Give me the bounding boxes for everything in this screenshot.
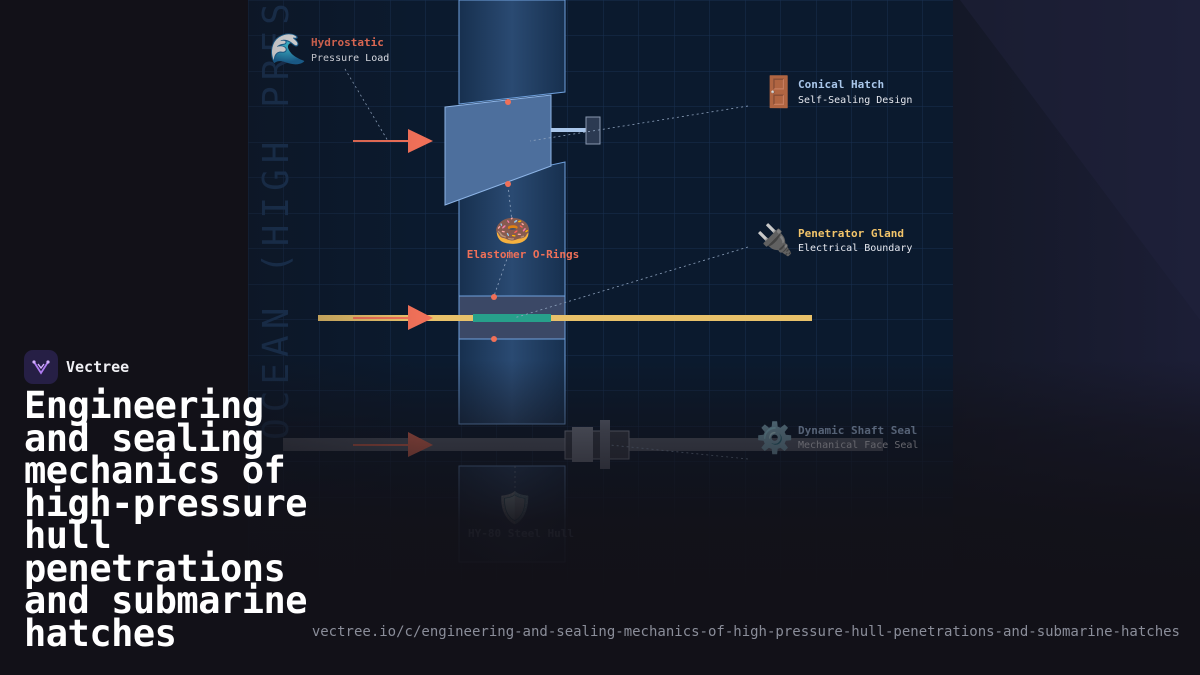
orings-title: Elastomer O-Rings <box>467 248 580 261</box>
hull-wall-lower <box>458 338 566 425</box>
hatch-hinge-arm <box>551 128 587 132</box>
hydrostatic-title: Hydrostatic <box>311 36 384 49</box>
o-ring-dot <box>491 294 497 300</box>
shaft-seal-title: Dynamic Shaft Seal <box>798 424 917 437</box>
hatch-subtitle: Self-Sealing Design <box>798 95 912 106</box>
hydrostatic-subtitle: Pressure Load <box>311 53 389 64</box>
shaft-seal-flange <box>600 420 610 469</box>
gland-seal <box>473 314 551 322</box>
vectree-logo-icon <box>24 350 58 384</box>
hull-wall-top <box>458 0 566 105</box>
shaft-seal-subtitle: Mechanical Face Seal <box>798 440 918 451</box>
o-ring-dot <box>491 336 497 342</box>
page-url[interactable]: vectree.io/c/engineering-and-sealing-mec… <box>311 624 1180 640</box>
shield-icon: 🛡️ <box>496 490 533 526</box>
brand[interactable]: Vectree <box>24 350 129 384</box>
o-ring-dot <box>505 99 511 105</box>
brand-name: Vectree <box>66 358 130 376</box>
donut-icon: 🍩 <box>494 214 531 249</box>
gland-subtitle: Electrical Boundary <box>798 243 912 254</box>
hatch-title: Conical Hatch <box>798 78 884 91</box>
gland-title: Penetrator Gland <box>798 227 904 240</box>
page-title: Engineering and sealing mechanics of hig… <box>24 384 308 655</box>
o-ring-dot <box>505 181 511 187</box>
wave-icon: 🌊 <box>269 31 306 67</box>
hull-title: HY-80 Steel Hull <box>468 527 574 540</box>
door-icon: 🚪 <box>760 74 797 110</box>
gear-icon: ⚙️ <box>756 420 793 456</box>
plug-icon: 🔌 <box>756 222 793 258</box>
shaft-seal-face <box>572 427 593 462</box>
